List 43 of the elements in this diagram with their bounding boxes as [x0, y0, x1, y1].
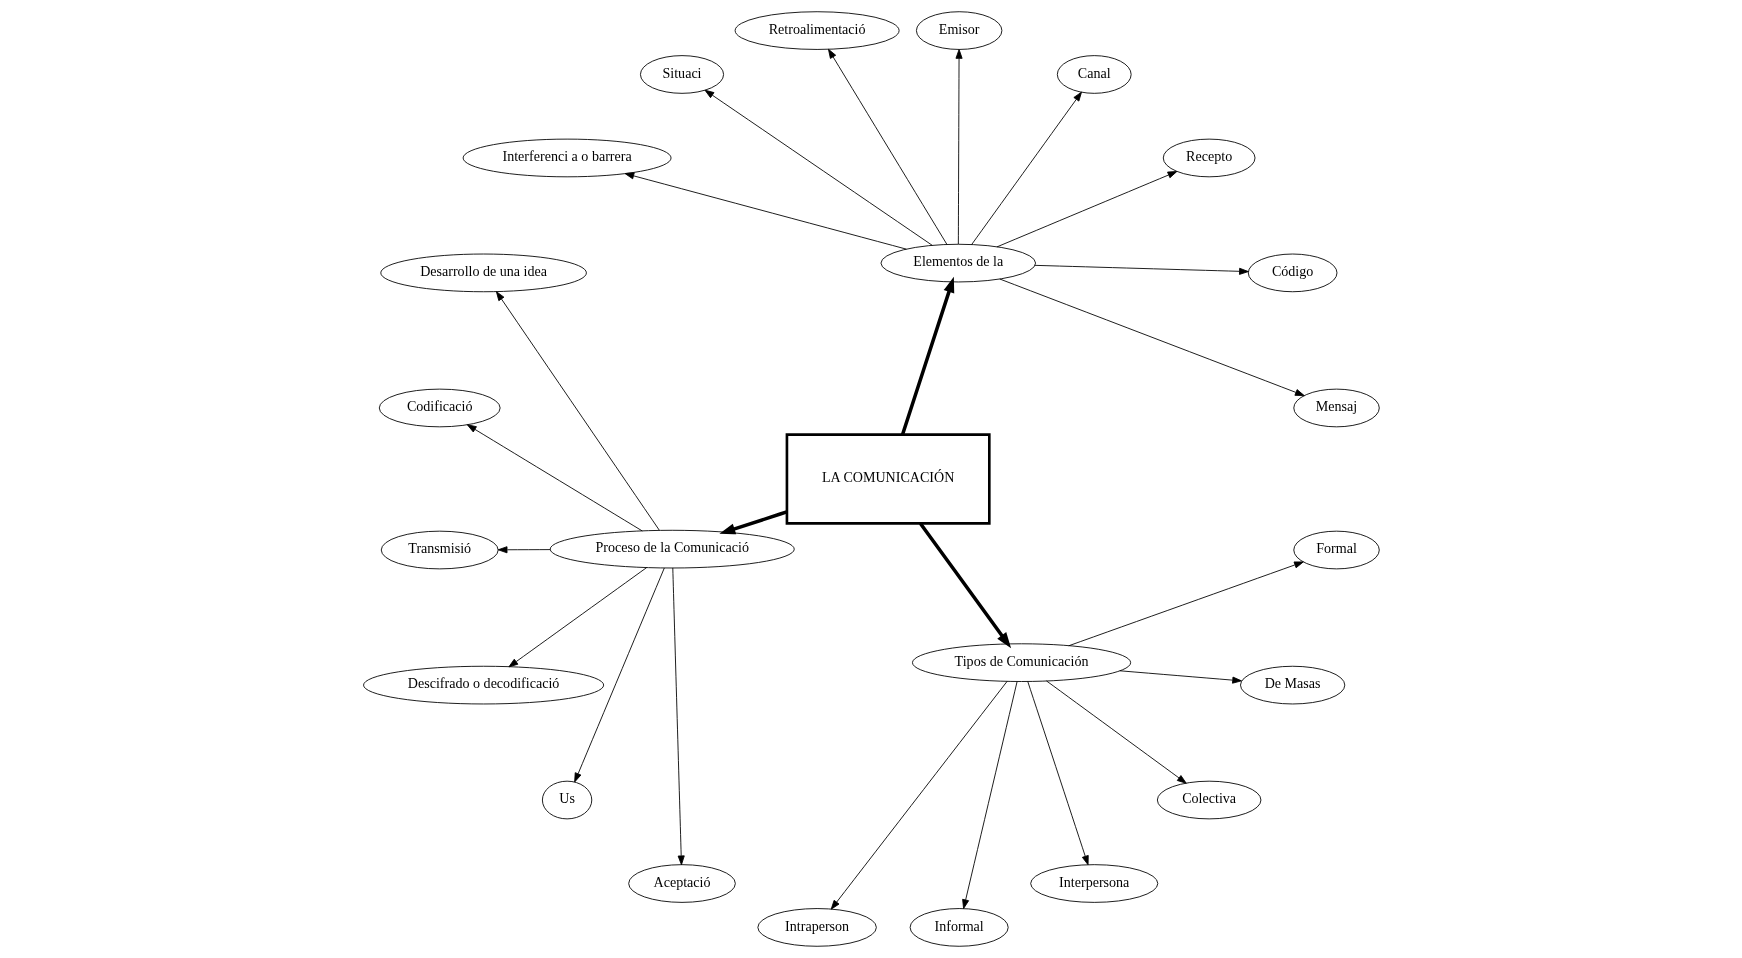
arrow — [624, 172, 907, 250]
node-ellipse: Tipos de Comunicación — [911, 643, 1131, 682]
node-ellipse: Interpersona — [1029, 864, 1158, 903]
arrow — [497, 546, 551, 554]
arrow — [495, 291, 660, 531]
arrow — [996, 171, 1177, 248]
arrow — [918, 522, 1011, 649]
node-ellipse: Codificació — [378, 388, 501, 428]
arrow — [1026, 681, 1089, 866]
arrow — [827, 48, 947, 245]
arrow — [900, 276, 954, 436]
arrow — [573, 567, 665, 783]
arrow — [955, 49, 963, 245]
arrow — [1067, 561, 1304, 647]
arrow — [961, 681, 1017, 909]
node-ellipse: Colectiva — [1156, 780, 1261, 820]
node-ellipse: Situaci — [639, 55, 724, 94]
node-ellipse: Informal — [909, 908, 1009, 947]
node-ellipse: Aceptació — [627, 864, 736, 903]
node-ellipse: Transmisió — [380, 530, 499, 570]
node-ellipse: Descifrado o decodificació — [362, 665, 604, 705]
arrow — [1045, 680, 1187, 784]
node-ellipse: Código — [1247, 253, 1337, 293]
arrow — [508, 567, 647, 668]
node-ellipse: Proceso de la Comunicació — [549, 529, 795, 569]
node-ellipse: Desarrollo de una idea — [379, 253, 587, 293]
arrow — [1034, 264, 1249, 275]
arrow — [704, 89, 933, 246]
arrow — [1118, 670, 1242, 684]
node-ellipse: De Masas — [1239, 665, 1345, 705]
arrow — [970, 91, 1082, 246]
node-ellipse: Us — [541, 780, 592, 820]
node-ellipse: Intraperson — [756, 908, 877, 947]
node-ellipse: Emisor — [915, 11, 1002, 50]
arrow — [830, 680, 1008, 910]
arrow — [671, 567, 685, 866]
node-ellipse: Canal — [1056, 55, 1132, 94]
arrow — [718, 510, 787, 535]
node-ellipse: Elementos de la — [880, 243, 1036, 283]
node-box: LA COMUNICACIÓN — [785, 433, 991, 525]
node-ellipse: Retroalimentació — [734, 11, 900, 50]
arrow — [998, 278, 1305, 397]
arrow — [466, 424, 643, 532]
